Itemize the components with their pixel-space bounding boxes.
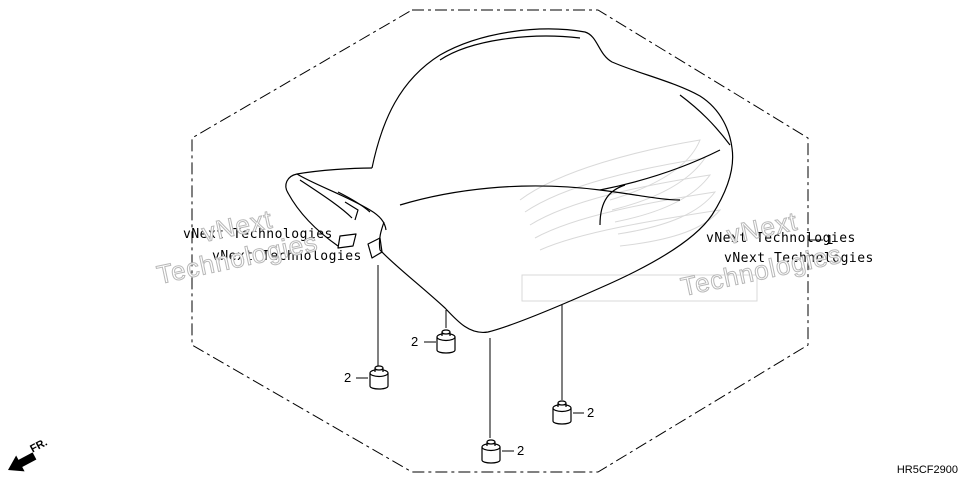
assembly-boundary	[191, 9, 809, 473]
watermark-small-left-2: vNext Technologies	[212, 249, 362, 264]
leader-lines	[377, 239, 823, 438]
watermark-small-left: vNext Technologies	[183, 227, 333, 242]
seat-assembly	[285, 28, 734, 334]
callout-cushion-3: 2	[517, 443, 525, 458]
cushion-2	[436, 329, 456, 354]
diagram-code: HR5CF2900	[896, 464, 958, 476]
callout-cushion-1: 2	[344, 370, 352, 385]
cushion-3	[481, 439, 501, 464]
callout-seat: 1	[826, 232, 834, 247]
callout-ticks	[356, 341, 584, 452]
cushion-4	[552, 400, 572, 425]
callout-cushion-2: 2	[411, 334, 419, 349]
cushion-parts	[369, 329, 572, 464]
cushion-1	[369, 365, 389, 390]
callout-cushion-4: 2	[587, 405, 595, 420]
watermark-small-right-2: vNext Technologies	[724, 251, 874, 266]
front-arrow-icon	[8, 452, 37, 472]
watermark-small-right: vNext Technologies	[706, 231, 856, 246]
wing-logo-watermark	[519, 139, 758, 302]
